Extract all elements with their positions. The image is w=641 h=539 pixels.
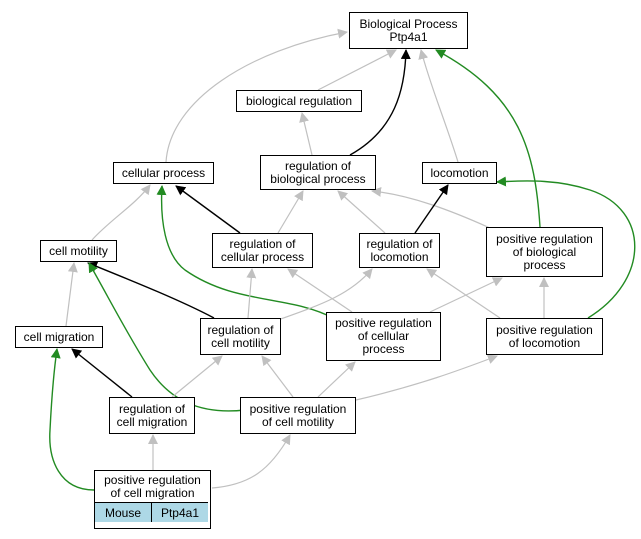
edge-is-a-regulation-of-biological-process-to-biological-regulation (299, 112, 313, 156)
edge-positively-regulates-positive-regulation-of-biological-process-to-bp (435, 49, 541, 228)
node-positive-regulation-of-biological-process[interactable]: positive regulation of biological proces… (486, 227, 603, 277)
annotation-species: Mouse (95, 502, 152, 522)
edge-is-a-regulation-of-locomotion-to-regulation-of-biological-process (337, 190, 386, 234)
node-locomotion[interactable]: locomotion (422, 162, 497, 184)
edge-is-a-positive-regulation-of-cellular-process-to-positive-regulation-of-biological-process (429, 277, 503, 313)
node-regulation-of-cellular-process[interactable]: regulation of cellular process (212, 233, 313, 268)
node-biological-regulation[interactable]: biological regulation (236, 90, 362, 112)
edge-positively-regulates-positive-regulation-of-cell-migration-to-cell-migration (49, 348, 95, 491)
edge-is-a-regulation-of-cellular-process-to-regulation-of-biological-process (277, 190, 304, 234)
edge-regulates-regulation-of-biological-process-to-bp (349, 49, 411, 156)
node-regulation-of-locomotion[interactable]: regulation of locomotion (359, 233, 440, 268)
edge-positively-regulates-positive-regulation-of-cell-motility-to-cell-motility (88, 262, 246, 412)
node-biological-process-ptp4a1[interactable]: Biological Process Ptp4a1 (349, 12, 468, 49)
edge-is-a-cell-motility-to-cellular-process (91, 184, 151, 241)
node-cell-migration[interactable]: cell migration (15, 326, 103, 348)
edge-is-a-biological-regulation-to-bp (317, 49, 397, 91)
edge-regulates-regulation-of-cell-migration-to-cell-migration (71, 348, 133, 398)
edge-positively-regulates-positive-regulation-of-cellular-process-to-cellular-process (156, 185, 334, 319)
edge-is-a-positive-regulation-of-cell-migration-to-positive-regulation-of-cell-motility (211, 434, 291, 489)
node-cell-motility[interactable]: cell motility (40, 240, 117, 262)
edge-is-a-regulation-of-cell-motility-to-regulation-of-locomotion (277, 268, 373, 321)
annotation-gene: Ptp4a1 (152, 502, 208, 522)
edge-is-a-regulation-of-cell-motility-to-regulation-of-cellular-process (246, 268, 257, 319)
node-cellular-process[interactable]: cellular process (113, 162, 214, 184)
node-positive-regulation-of-cellular-process[interactable]: positive regulation of cellular process (326, 312, 441, 361)
edge-is-a-cell-migration-to-cell-motility (65, 262, 78, 327)
edge-regulates-regulation-of-locomotion-to-locomotion (414, 184, 449, 234)
node-regulation-of-biological-process[interactable]: regulation of biological process (260, 155, 376, 190)
edge-is-a-positive-regulation-of-cellular-process-to-regulation-of-cellular-process (287, 268, 353, 313)
edge-is-a-regulation-of-cell-migration-to-regulation-of-cell-motility (171, 355, 223, 398)
edge-is-a-positive-regulation-of-biological-process-to-regulation-of-biological-process (371, 186, 491, 229)
edge-positively-regulates-positive-regulation-of-locomotion-to-locomotion (496, 176, 636, 319)
node-positive-regulation-of-cell-motility[interactable]: positive regulation of cell motility (240, 397, 356, 434)
leaf-term-label: positive regulation of cell migration (95, 471, 210, 502)
node-positive-regulation-of-cell-migration[interactable]: positive regulation of cell migration Mo… (94, 470, 211, 529)
edge-is-a-locomotion-to-bp (418, 49, 459, 163)
node-regulation-of-cell-migration[interactable]: regulation of cell migration (109, 397, 195, 434)
edge-regulates-regulation-of-cellular-process-to-cellular-process (175, 185, 241, 234)
edge-regulates-regulation-of-cell-motility-to-cell-motility (87, 261, 215, 319)
node-regulation-of-cell-motility[interactable]: regulation of cell motility (200, 318, 281, 355)
edge-is-a-positive-regulation-of-locomotion-to-regulation-of-locomotion (426, 268, 501, 319)
edge-is-a-positive-regulation-of-cell-motility-to-positive-regulation-of-cellular-process (317, 361, 356, 398)
node-positive-regulation-of-locomotion[interactable]: positive regulation of locomotion (486, 318, 603, 355)
edge-is-a-positive-regulation-of-cell-motility-to-regulation-of-cell-motility (261, 355, 294, 398)
edge-is-a-positive-regulation-of-cell-motility-to-positive-regulation-of-locomotion (355, 354, 498, 401)
edge-is-a-cellular-process-to-bp (165, 28, 348, 163)
